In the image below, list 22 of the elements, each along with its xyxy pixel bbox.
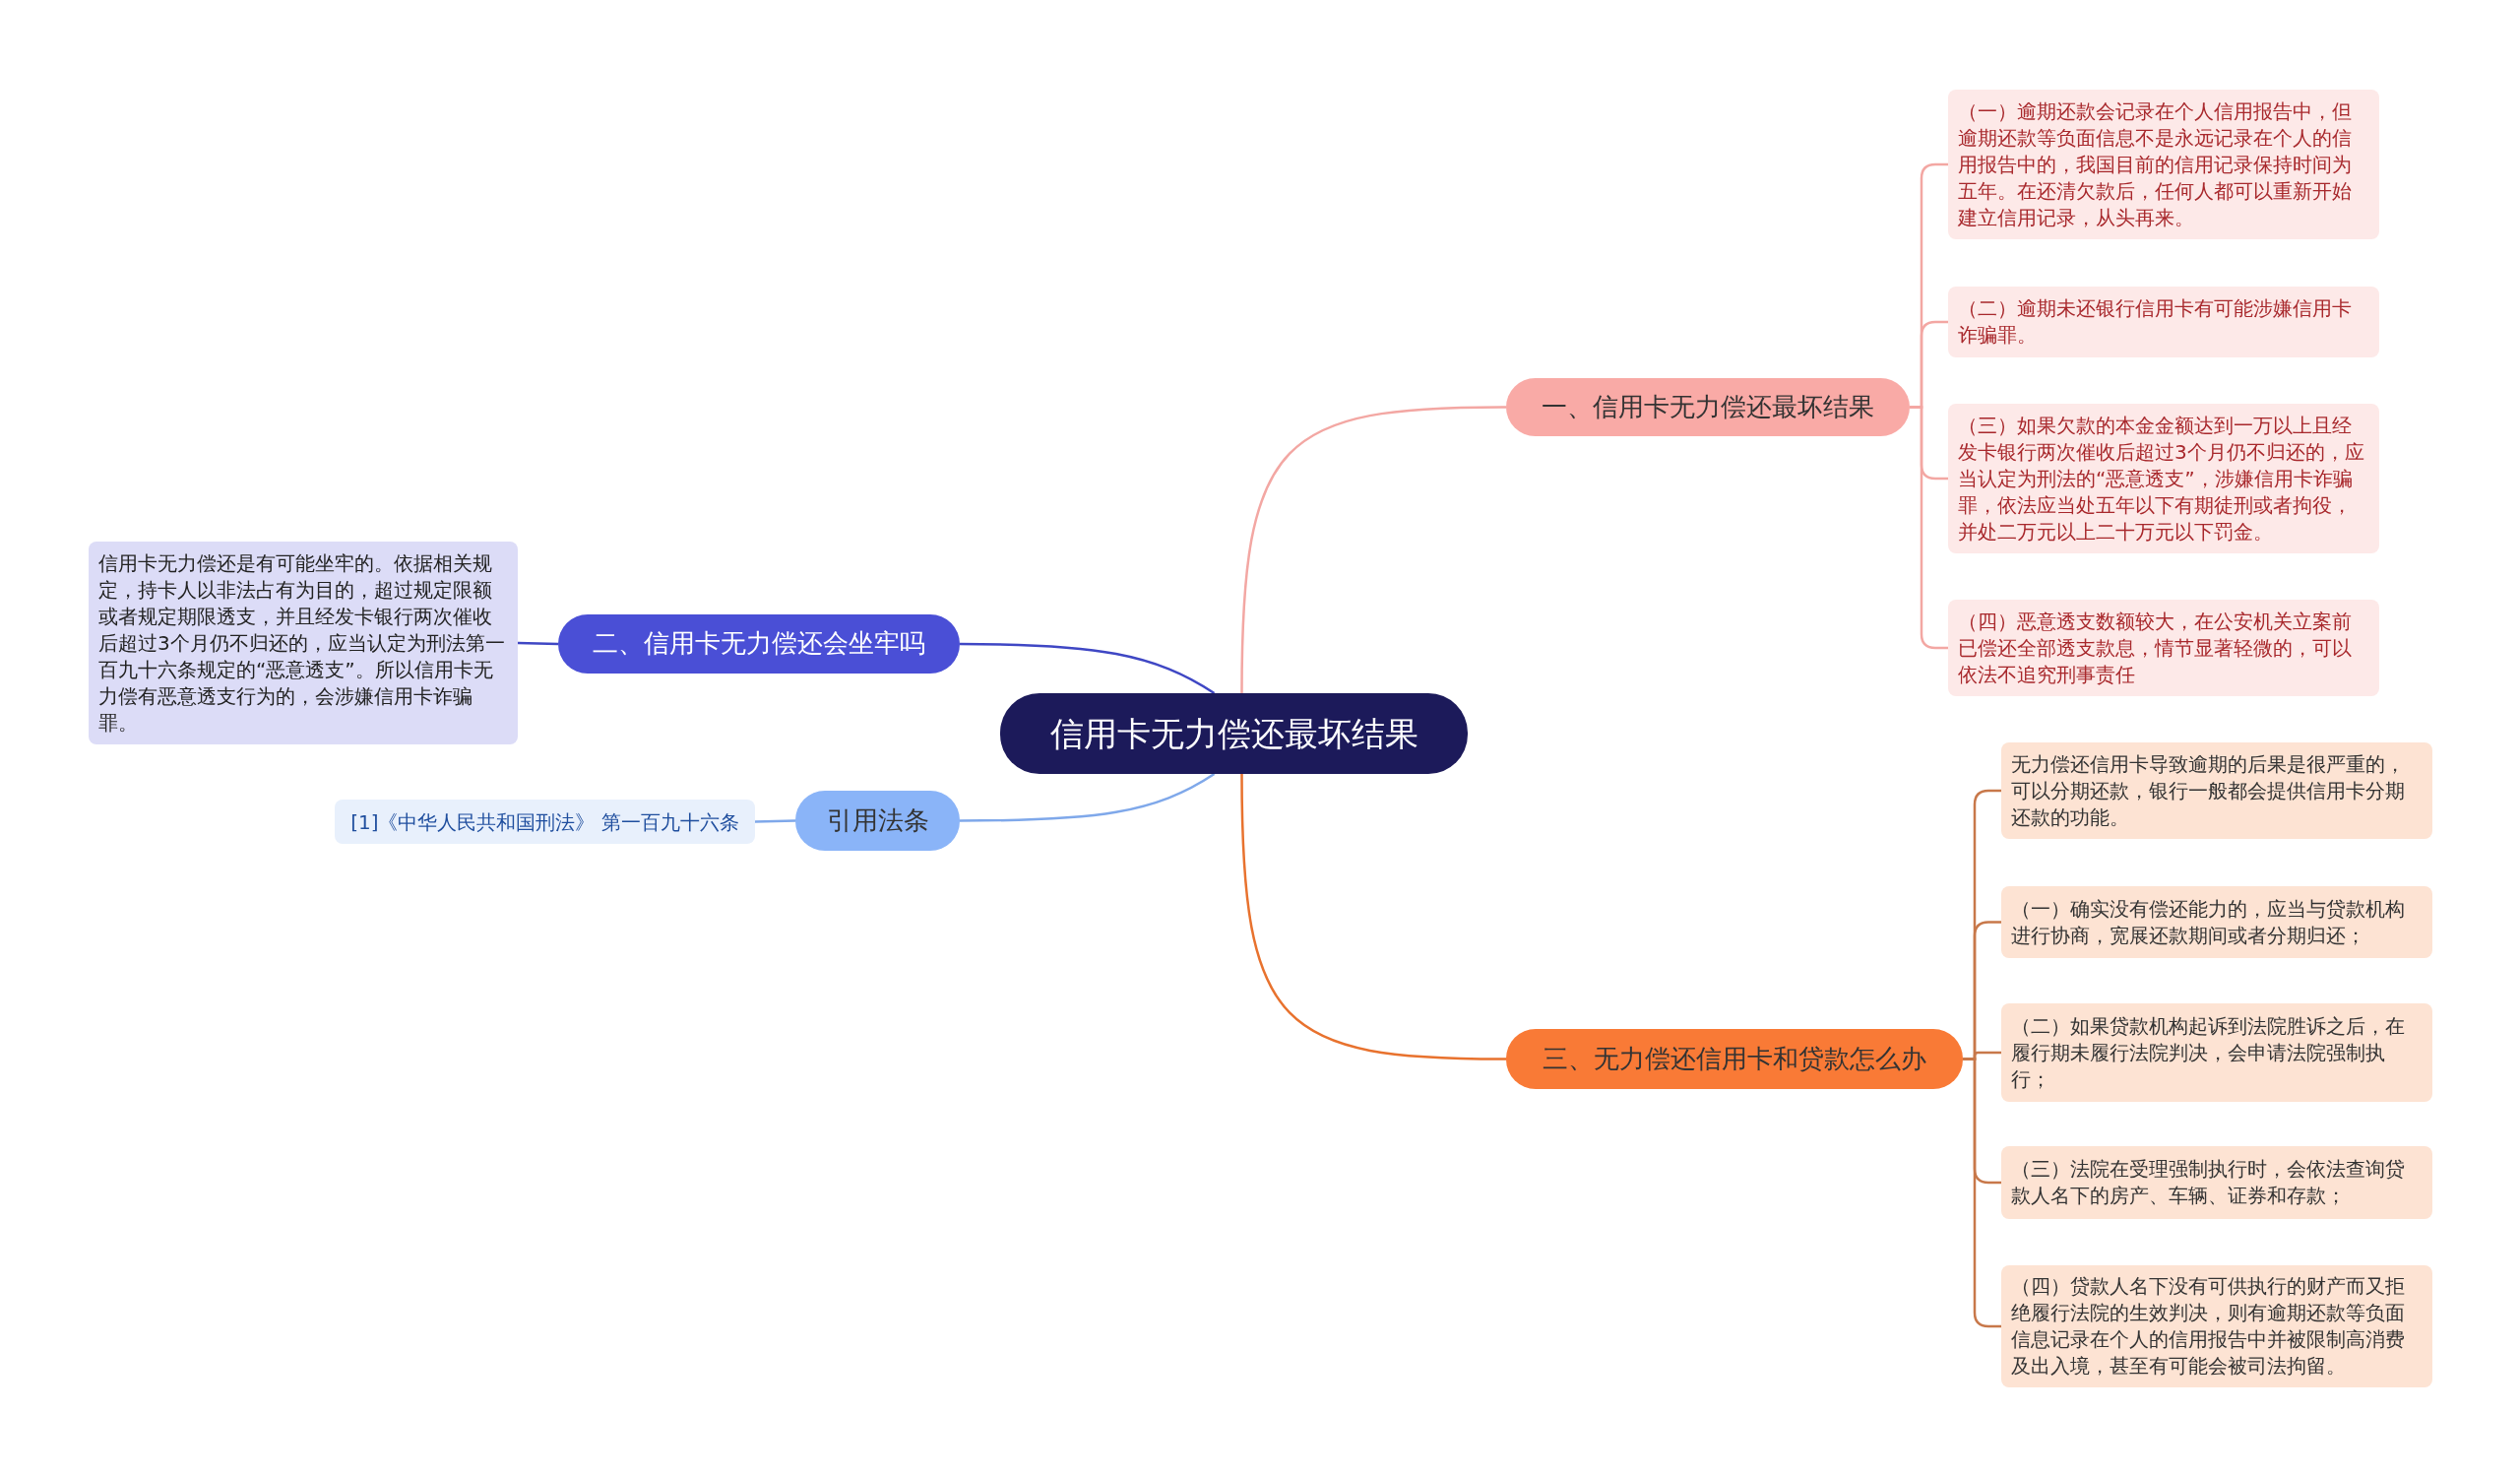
note-card: 无力偿还信用卡导致逾期的后果是很严重的，可以分期还款，银行一般都会提供信用卡分期还款的功能。	[2001, 742, 2432, 839]
note-card: （四）恶意透支数额较大，在公安机关立案前已偿还全部透支款息，情节显著轻微的，可以依法不追究刑事责任	[1948, 600, 2379, 696]
branch-topic: 一、信用卡无力偿还最坏结果	[1506, 378, 1910, 436]
note-card: （三）如果欠款的本金金额达到一万以上且经发卡银行两次催收后超过3个月仍不归还的，应当认定为刑法的“恶意透支”，涉嫌信用卡诈骗罪，依法应当处五年以下有期徒刑或者拘役，并处二万元以上二十万元以下罚金。	[1948, 404, 2379, 553]
note-card: 信用卡无力偿还是有可能坐牢的。依据相关规定，持卡人以非法占有为目的，超过规定限额或者规定期限透支，并且经发卡银行两次催收后超过3个月仍不归还的，应当认定为刑法第一百九十六条规定的“恶意透支”。所以信用卡无力偿有恶意透支行为的，会涉嫌信用卡诈骗罪。	[89, 542, 518, 744]
note-card: （二）逾期未还银行信用卡有可能涉嫌信用卡诈骗罪。	[1948, 287, 2379, 357]
citation-card: [1]《中华人民共和国刑法》 第一百九十六条	[335, 800, 755, 844]
note-card: （四）贷款人名下没有可供执行的财产而又拒绝履行法院的生效判决，则有逾期还款等负面信息记录在个人的信用报告中并被限制高消费及出入境，甚至有可能会被司法拘留。	[2001, 1265, 2432, 1387]
note-card: （一）确实没有偿还能力的，应当与贷款机构进行协商，宽展还款期间或者分期归还；	[2001, 886, 2432, 958]
branch-topic: 三、无力偿还信用卡和贷款怎么办	[1506, 1029, 1963, 1089]
connector-line	[517, 641, 559, 646]
note-card: （二）如果贷款机构起诉到法院胜诉之后，在履行期未履行法院判决，会申请法院强制执行；	[2001, 1003, 2432, 1102]
note-card: （一）逾期还款会记录在个人信用报告中，但逾期还款等负面信息不是永远记录在个人的信用报告中的，我国目前的信用记录保持时间为五年。在还清欠款后，任何人都可以重新开始建立信用记录，从头再来。	[1948, 90, 2379, 239]
connector-line	[960, 642, 1216, 695]
connector-line	[754, 819, 796, 823]
root-topic: 信用卡无力偿还最坏结果	[1000, 693, 1468, 774]
branch-topic: 二、信用卡无力偿还会坐牢吗	[558, 614, 960, 674]
connector-line	[960, 772, 1216, 822]
connector-line	[1240, 406, 1506, 693]
connector-line	[1240, 774, 1506, 1060]
branch-topic: 引用法条	[795, 791, 960, 851]
note-card: （三）法院在受理强制执行时，会依法查询贷款人名下的房产、车辆、证券和存款；	[2001, 1146, 2432, 1219]
